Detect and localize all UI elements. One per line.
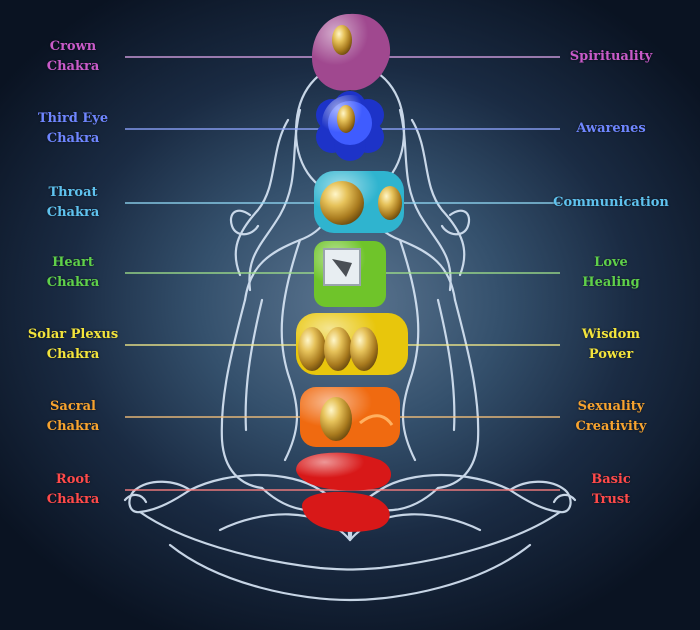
heart-left-label-line: Heart [52,255,94,270]
heart-right-label-line: Healing [582,275,640,290]
throat-gold-dome [320,181,364,225]
crown-left-label-line: Chakra [46,59,100,74]
crown-right-label: Spirituality [546,47,676,67]
solar-plexus-gold-0 [298,327,326,371]
crown-ring [312,13,391,91]
throat-right-label-line: Communication [553,195,669,210]
third-eye-ring [316,91,384,161]
crown-gem-gloss [312,13,391,91]
heart-crystal-facet [332,259,352,277]
root-left-label-line: Root [55,472,91,487]
third-eye-left-label-line: Chakra [46,131,100,146]
throat-left-label-line: Throat [48,185,98,200]
root-ring [296,452,392,532]
sacral-right-label-line: Sexuality [577,399,645,414]
heart-ring [314,241,386,307]
crown-gold-stud [332,25,352,55]
heart-right-label-line: Love [594,255,628,270]
throat-right-label: Communication [546,193,676,213]
root-lower-lobe [302,491,390,532]
sacral-left-label-line: Chakra [46,419,100,434]
throat-left-label-line: Chakra [46,205,100,220]
crown-right-label-line: Spirituality [569,49,653,64]
third-eye-right-label: Awarenes [546,119,676,139]
throat-gold-side [378,186,402,220]
solar-plexus-left-label-line: Solar Plexus [27,327,119,342]
sacral-ring [300,387,400,447]
throat-ring [314,171,404,233]
solar-plexus-left-label-line: Chakra [46,347,100,362]
third-eye-right-label-line: Awarenes [576,121,646,136]
root-left-label-line: Chakra [46,492,100,507]
solar-plexus-ring [296,313,408,375]
solar-plexus-right-label-line: Power [588,347,634,362]
sacral-swirl [359,414,394,426]
third-eye-gold-stud [337,105,355,133]
root-gloss [296,452,392,491]
root-right-label-line: Basic [591,472,631,487]
solar-plexus-right-label-line: Wisdom [581,327,641,342]
solar-plexus-gold-1 [324,327,352,371]
root-right-label-line: Trust [591,492,631,507]
sacral-left-label-line: Sacral [50,399,96,414]
heart-left-label-line: Chakra [46,275,100,290]
sacral-gold-stud [320,397,352,441]
crown-left-label-line: Crown [49,39,97,54]
sacral-right-label-line: Creativity [575,419,647,434]
chakra-rings [296,13,408,532]
solar-plexus-gold-2 [350,327,378,371]
third-eye-left-label-line: Third Eye [37,111,109,126]
